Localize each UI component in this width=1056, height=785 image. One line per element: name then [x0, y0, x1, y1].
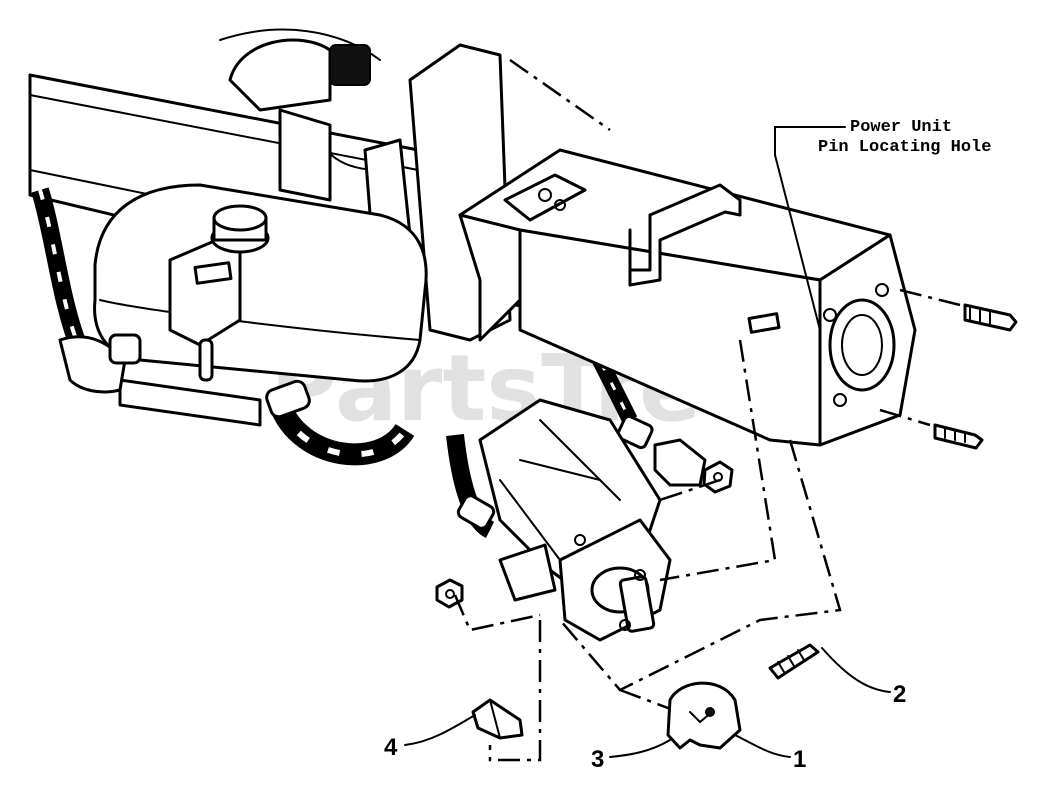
- callout-2: 2: [893, 681, 906, 708]
- callout-leaders: [404, 126, 891, 758]
- callout-3: 3: [591, 746, 604, 773]
- callout-1: 1: [793, 746, 806, 773]
- power-unit: [458, 148, 917, 447]
- nuts: [435, 460, 734, 609]
- mounting-bolts: [879, 288, 1018, 450]
- engine-fuel-tank: [93, 183, 428, 427]
- pin-locating-hole-label: Pin Locating Hole: [818, 138, 991, 157]
- coupling-parts: [471, 643, 820, 750]
- power-unit-label: Power Unit: [850, 118, 952, 137]
- hydraulic-pump: [478, 398, 672, 642]
- callout-4: 4: [384, 734, 398, 761]
